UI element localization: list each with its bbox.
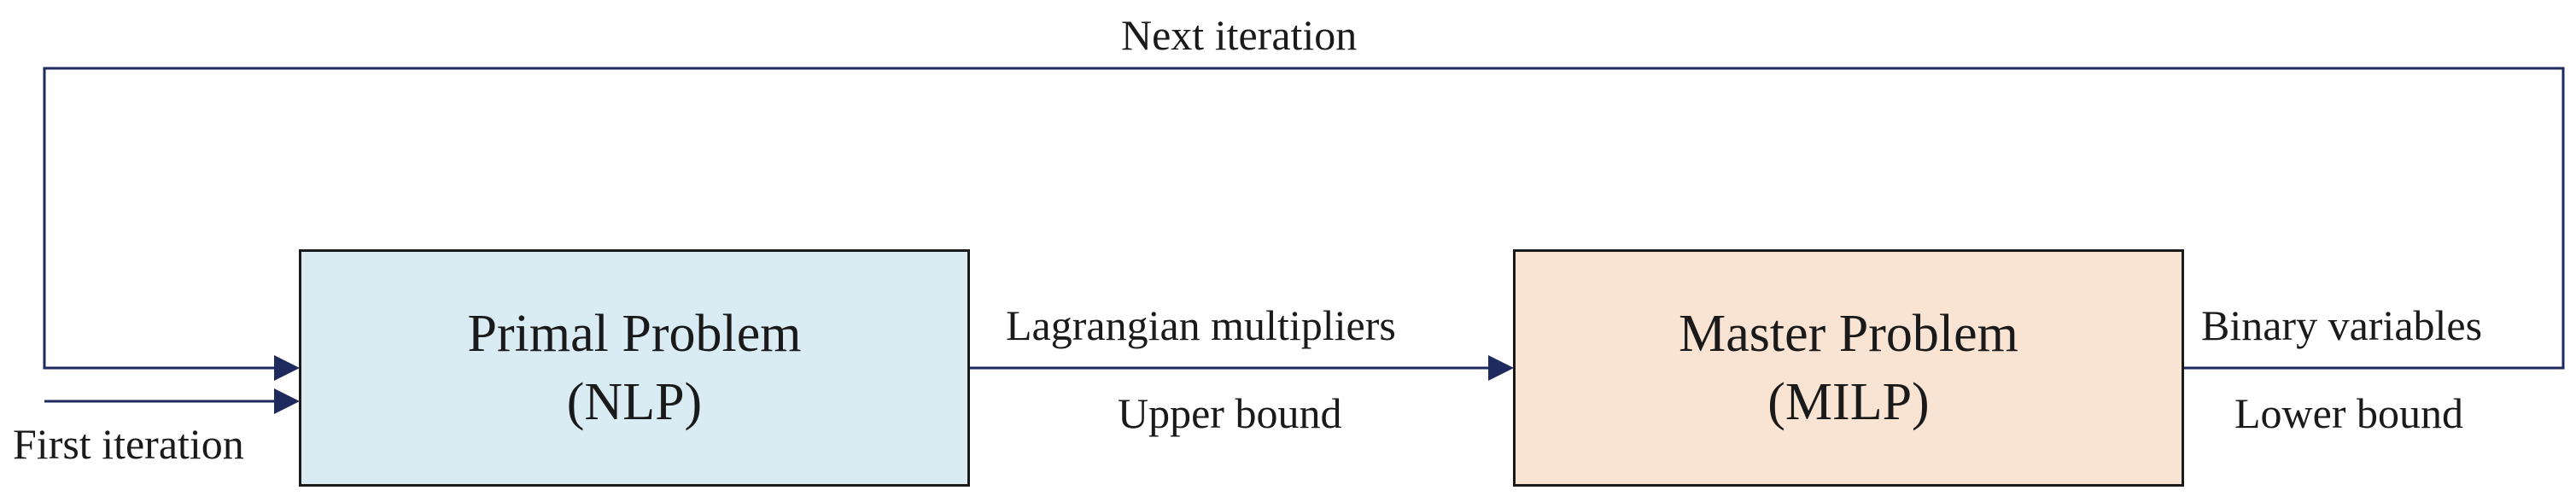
first-iteration-label: First iteration (13, 420, 244, 468)
primal-problem-title: Primal Problem (467, 305, 802, 363)
upper-bound-label: Upper bound (1118, 389, 1342, 437)
primal-problem-subtitle: (NLP) (566, 373, 703, 431)
master-problem-title: Master Problem (1679, 305, 2018, 363)
master-problem-box: Master Problem (MILP) (1513, 249, 2184, 487)
next-iteration-loop-arrow (43, 67, 2565, 381)
master-problem-subtitle: (MILP) (1767, 373, 1930, 431)
primal-problem-box: Primal Problem (NLP) (299, 249, 970, 487)
lagrangian-multipliers-label: Lagrangian multipliers (1006, 301, 1396, 349)
lower-bound-label: Lower bound (2234, 389, 2463, 437)
binary-variables-label: Binary variables (2201, 301, 2483, 349)
next-iteration-label: Next iteration (1121, 11, 1358, 59)
